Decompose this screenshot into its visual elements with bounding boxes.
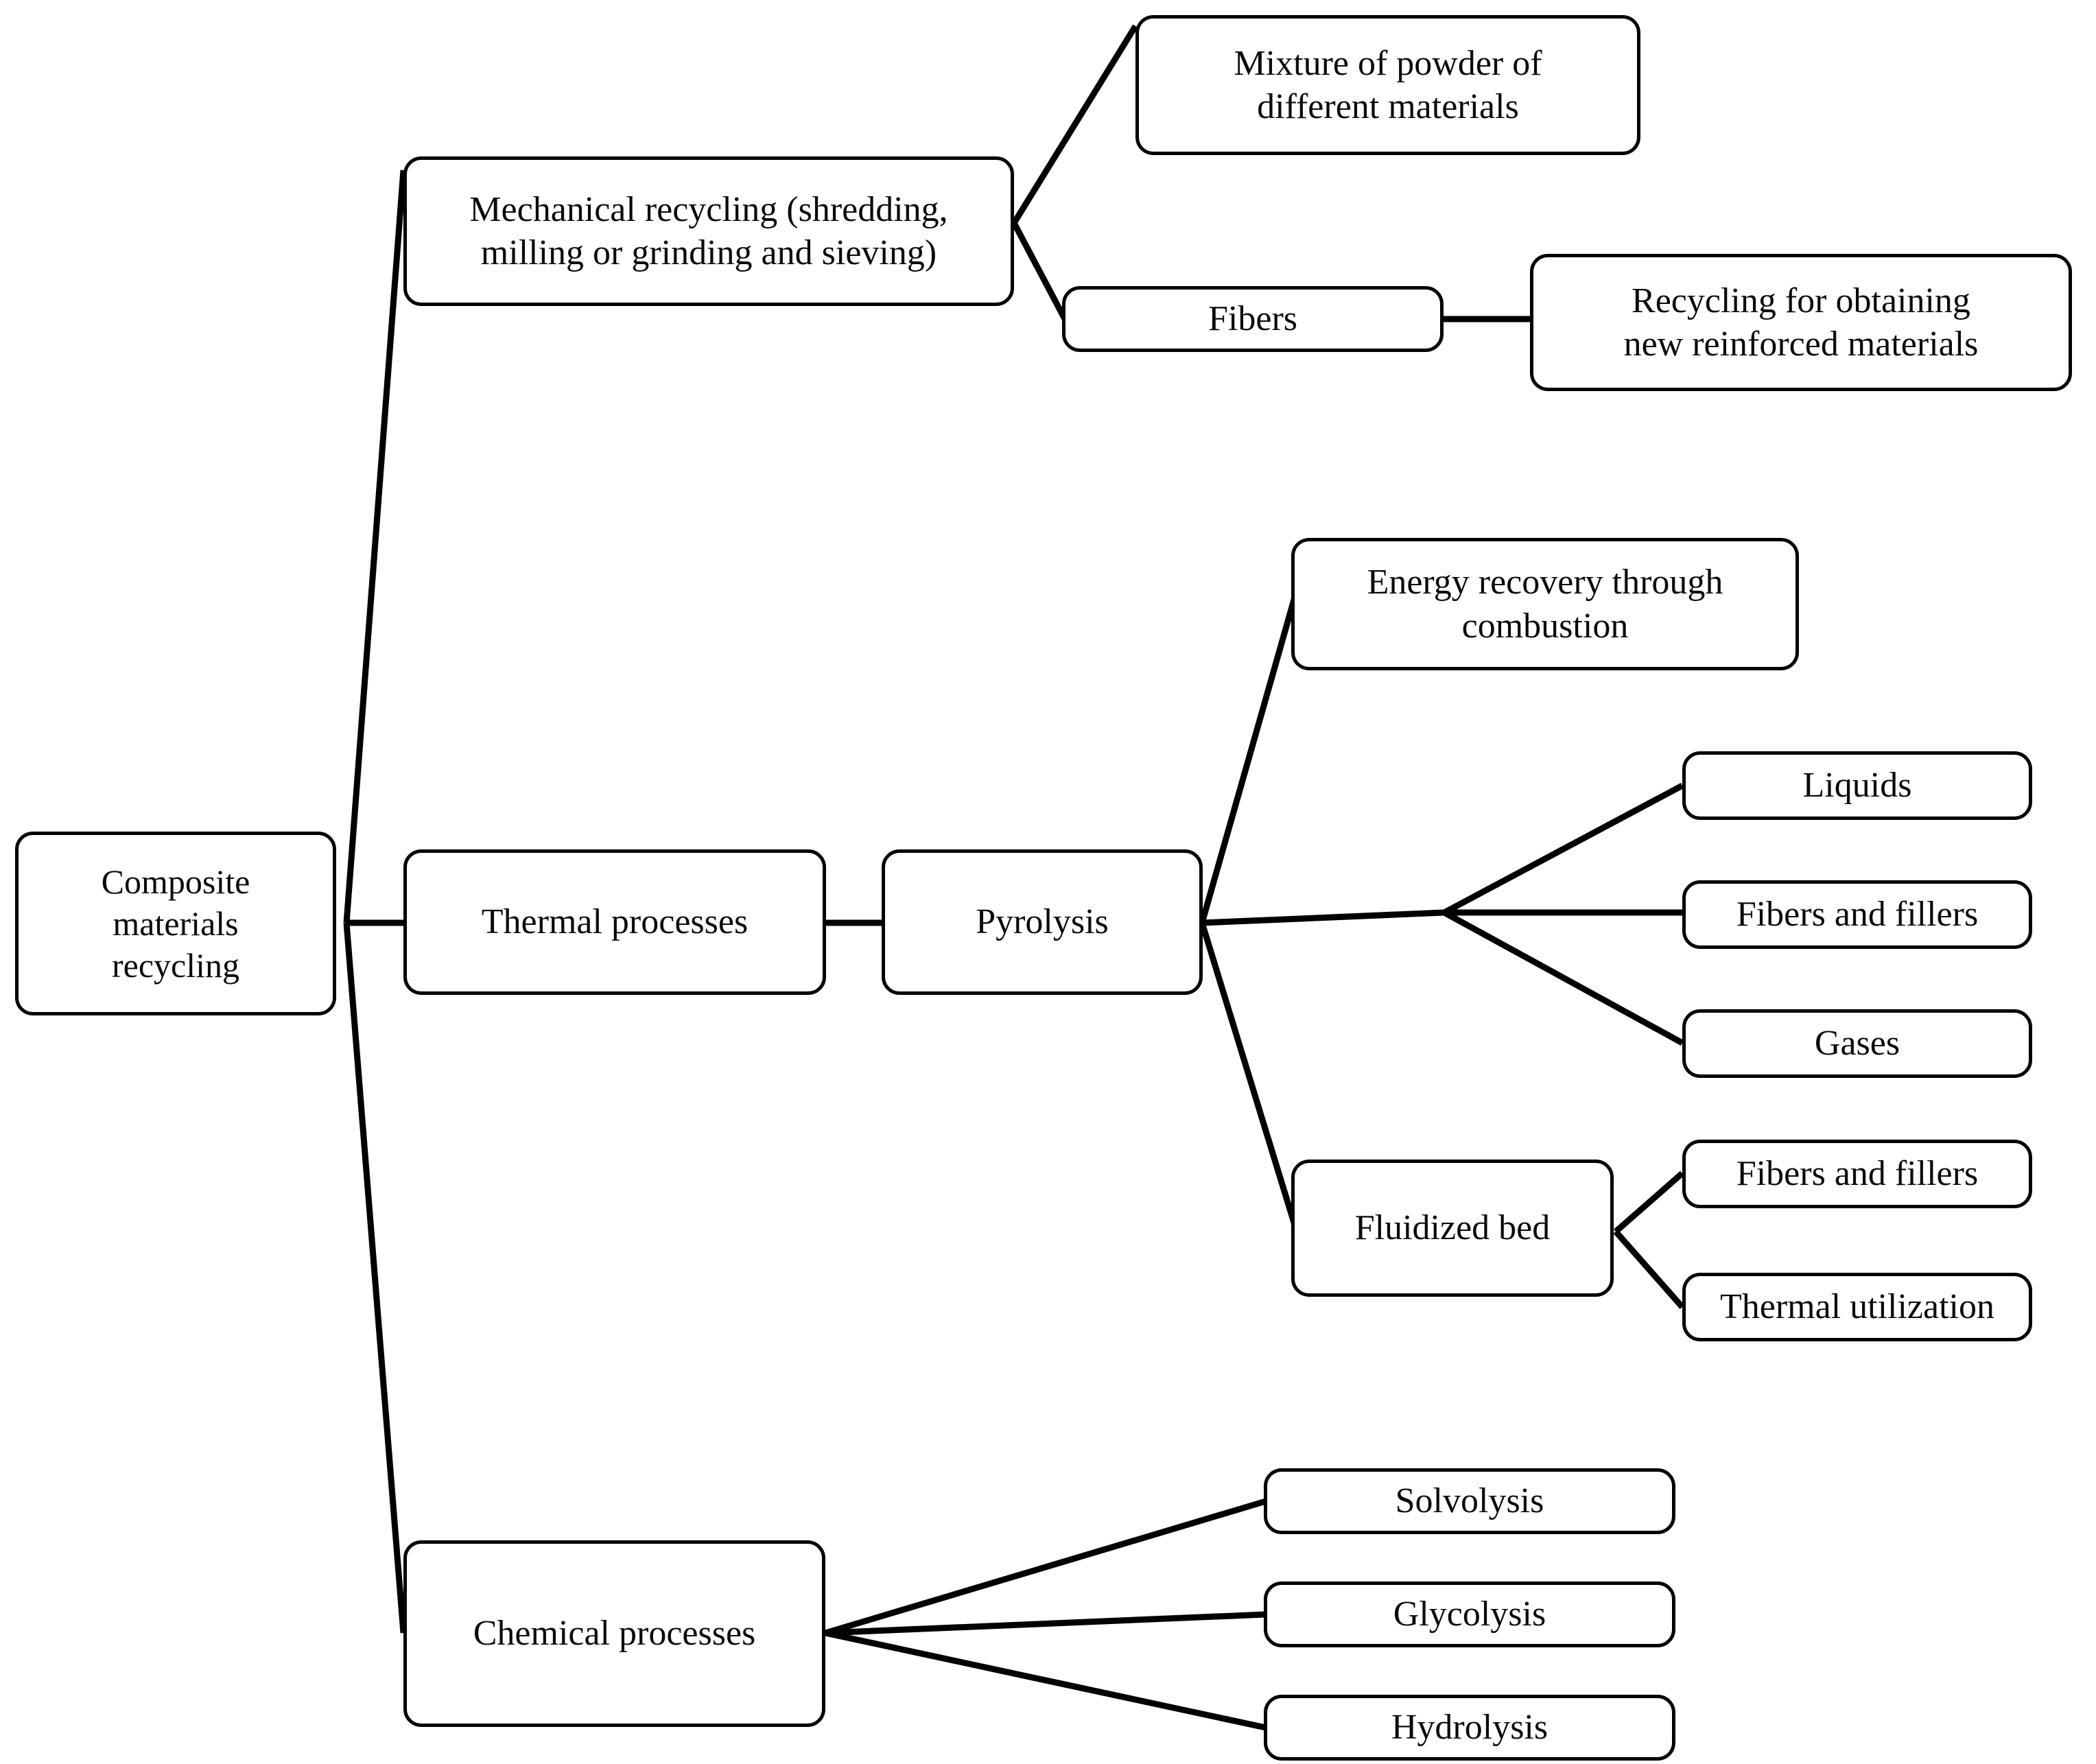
node-label-recycling-reinforced: Recycling for obtaining new reinforced m… <box>1623 281 1979 364</box>
node-fibers[interactable]: Fibers <box>1062 286 1444 352</box>
edge-mechanical-to-powder <box>1011 24 1138 225</box>
edge-root-to-chemical <box>343 922 407 1634</box>
edge-root-to-mechanical <box>343 169 407 924</box>
node-label-fluidized-bed: Fluidized bed <box>1354 1208 1551 1248</box>
edge-fluidized-to-thermal-util <box>1613 1230 1685 1309</box>
node-label-solvolysis: Solvolysis <box>1395 1481 1544 1521</box>
node-label-mechanical: Mechanical recycling (shredding, milling… <box>469 189 948 272</box>
node-fluidized-bed[interactable]: Fluidized bed <box>1291 1160 1614 1297</box>
node-chemical-processes[interactable]: Chemical processes <box>403 1540 825 1727</box>
node-thermal-processes[interactable]: Thermal processes <box>403 849 826 995</box>
edge-fan-to-gases <box>1442 910 1684 1046</box>
node-label-fibers: Fibers <box>1208 299 1297 339</box>
node-glycolysis[interactable]: Glycolysis <box>1264 1581 1675 1647</box>
node-composite-materials-recycling[interactable]: Composite materials recycling <box>15 832 336 1015</box>
node-label-powder-mixture: Mixture of powder of different materials <box>1234 43 1542 126</box>
node-label-liquids: Liquids <box>1802 766 1912 805</box>
edge-mechanical-to-fibers <box>1011 221 1068 321</box>
node-label-pyrolysis: Pyrolysis <box>976 902 1109 942</box>
node-thermal-utilization[interactable]: Thermal utilization <box>1682 1273 2032 1341</box>
node-label-chemical: Chemical processes <box>473 1614 756 1654</box>
edge-chemical-to-solvolysis <box>824 1498 1267 1636</box>
node-mixture-of-powder[interactable]: Mixture of powder of different materials <box>1135 15 1640 155</box>
node-hydrolysis[interactable]: Hydrolysis <box>1264 1695 1675 1761</box>
edge-pyrolysis-to-energy <box>1199 589 1300 924</box>
node-label-energy-recovery: Energy recovery through combustion <box>1367 563 1723 646</box>
node-solvolysis[interactable]: Solvolysis <box>1264 1468 1675 1534</box>
node-label-gases: Gases <box>1814 1024 1900 1063</box>
node-label-thermal-utilization: Thermal utilization <box>1720 1287 1994 1327</box>
edge-fan-to-liquids <box>1442 783 1684 915</box>
edge-pyrolysis-to-fluidized <box>1199 921 1300 1233</box>
node-energy-recovery-combustion[interactable]: Energy recovery through combustion <box>1291 538 1799 670</box>
edge-chemical-to-hydrolysis <box>825 1630 1267 1731</box>
node-fibers-and-fillers-fluidized[interactable]: Fibers and fillers <box>1682 1140 2032 1208</box>
node-pyrolysis[interactable]: Pyrolysis <box>882 849 1203 995</box>
node-liquids[interactable]: Liquids <box>1682 751 2032 820</box>
node-label-root: Composite materials recycling <box>101 862 250 985</box>
node-label-glycolysis: Glycolysis <box>1393 1595 1546 1634</box>
node-recycling-reinforced-materials[interactable]: Recycling for obtaining new reinforced m… <box>1530 254 2072 391</box>
edge-pyrolysis-to-fanpoint <box>1201 909 1445 926</box>
node-label-thermal: Thermal processes <box>481 902 749 942</box>
node-label-fibers-fillers-pyrolysis: Fibers and fillers <box>1736 895 1979 934</box>
node-gases[interactable]: Gases <box>1682 1009 2032 1078</box>
edge-chemical-to-glycolysis <box>825 1611 1267 1636</box>
node-label-hydrolysis: Hydrolysis <box>1391 1708 1549 1748</box>
node-mechanical-recycling[interactable]: Mechanical recycling (shredding, milling… <box>403 156 1014 306</box>
edge-fluidized-to-fibers-fillers <box>1614 1171 1684 1234</box>
node-label-fibers-fillers-fluidized: Fibers and fillers <box>1736 1154 1979 1194</box>
node-fibers-and-fillers-pyrolysis[interactable]: Fibers and fillers <box>1682 880 2032 949</box>
